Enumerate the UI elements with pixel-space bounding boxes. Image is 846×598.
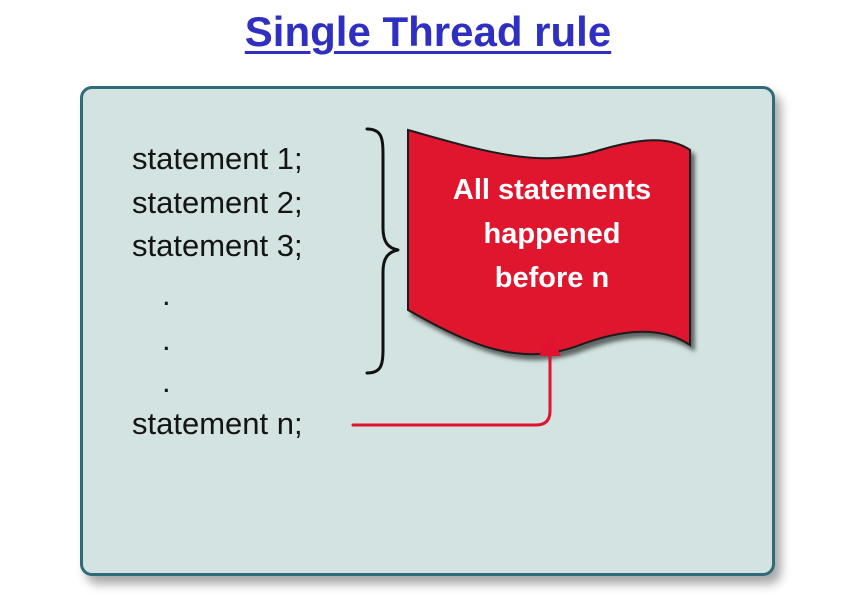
arrow-head-icon [539,333,561,356]
statement-1: statement 1; [132,141,303,176]
page-title: Single Thread rule [244,8,612,55]
statement-3: statement 3; [132,228,303,263]
ellipsis-dot-1: . [162,277,171,312]
arrow-line [351,350,552,427]
flag-label-line-2: happened [483,218,621,250]
flag-shape [407,128,691,356]
statement-2: statement 2; [132,185,303,220]
flag-label: All statements happened before n [412,168,692,300]
flag-label-line-1: All statements [452,174,652,206]
ellipsis-dot-3: . [162,364,171,399]
curly-brace [365,127,400,375]
statement-n: statement n; [132,406,303,441]
flag-label-line-3: before n [494,262,610,294]
ellipsis-dot-2: . [162,322,171,357]
